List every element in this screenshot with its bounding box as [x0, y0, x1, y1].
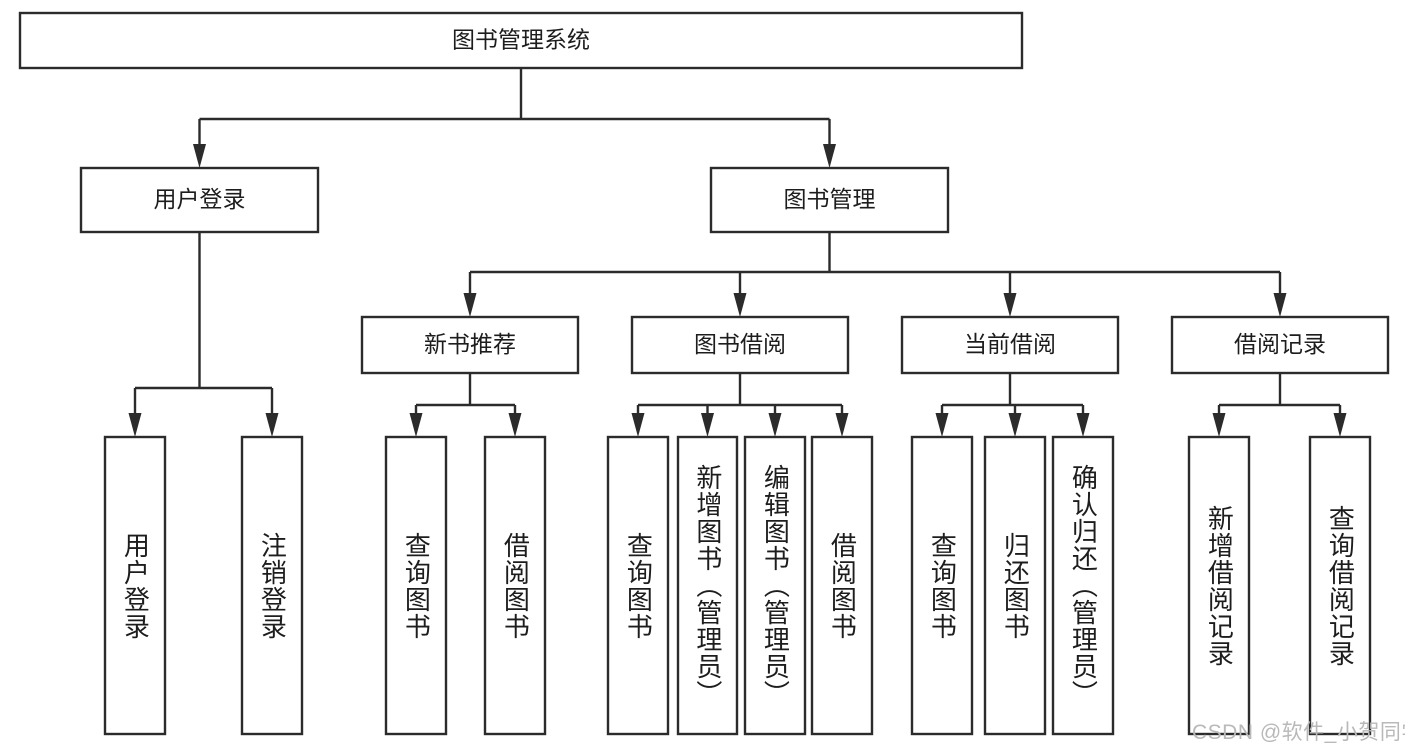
node-bb-query-book[interactable]	[606, 435, 670, 736]
node-user-login[interactable]: 用户登录	[79, 166, 320, 234]
arrow-head-borrow-record-br-query-record	[1333, 413, 1347, 437]
arrow-head-book-management-current-borrow	[1003, 293, 1017, 317]
arrow-head-user-login-leaf-logout-login	[265, 413, 279, 437]
node-bb-add-book[interactable]	[676, 435, 739, 736]
node-cb-return-book[interactable]	[983, 435, 1047, 736]
node-box-book-management[interactable]	[709, 166, 950, 234]
node-borrow-record[interactable]: 借阅记录	[1170, 315, 1390, 375]
node-book-borrow[interactable]: 图书借阅	[630, 315, 850, 375]
node-label-book-management: 图书管理	[784, 186, 876, 212]
arrow-head-borrow-record-br-add-record	[1212, 413, 1226, 437]
node-box-current-borrow[interactable]	[900, 315, 1120, 375]
node-br-query-record[interactable]	[1308, 435, 1372, 736]
node-label-new-book-recommend: 新书推荐	[424, 331, 516, 357]
node-leaf-logout-login[interactable]	[240, 435, 304, 736]
node-new-book-recommend[interactable]: 新书推荐	[360, 315, 580, 375]
node-box-bb-query-book[interactable]	[606, 435, 670, 736]
node-box-cb-query-book[interactable]	[910, 435, 974, 736]
arrow-head-book-borrow-bb-borrow-book	[835, 413, 849, 437]
arrow-head-user-login-leaf-user-login	[128, 413, 142, 437]
connector-layer	[128, 68, 1347, 437]
node-label-user-login: 用户登录	[154, 186, 246, 212]
csdn-watermark: CSDN @软件_小贺同学	[1192, 721, 1405, 744]
node-cb-query-book[interactable]	[910, 435, 974, 736]
arrow-head-new-book-recommend-nbr-query-book	[409, 413, 423, 437]
arrow-head-book-borrow-bb-edit-book	[768, 413, 782, 437]
node-label-book-borrow: 图书借阅	[694, 331, 786, 357]
arrow-head-current-borrow-cb-return-book	[1008, 413, 1022, 437]
node-box-leaf-user-login[interactable]	[103, 435, 167, 736]
node-box-bb-add-book[interactable]	[676, 435, 739, 736]
node-label-borrow-record: 借阅记录	[1234, 331, 1326, 357]
arrow-head-book-management-book-borrow	[733, 293, 747, 317]
arrow-head-new-book-recommend-nbr-borrow-book	[508, 413, 522, 437]
node-box-nbr-borrow-book[interactable]	[483, 435, 547, 736]
node-box-cb-confirm-return[interactable]	[1051, 435, 1115, 736]
arrow-head-root-user-login	[193, 144, 206, 168]
node-nbr-query-book[interactable]	[384, 435, 448, 736]
node-box-bb-borrow-book[interactable]	[810, 435, 874, 736]
node-box-nbr-query-book[interactable]	[384, 435, 448, 736]
node-box-br-query-record[interactable]	[1308, 435, 1372, 736]
node-box-user-login[interactable]	[79, 166, 320, 234]
arrow-head-book-borrow-bb-add-book	[701, 413, 714, 437]
node-label-root: 图书管理系统	[452, 27, 590, 53]
node-root[interactable]: 图书管理系统	[18, 11, 1024, 70]
arrow-head-root-book-management	[823, 144, 836, 168]
node-current-borrow[interactable]: 当前借阅	[900, 315, 1120, 375]
node-box-book-borrow[interactable]	[630, 315, 850, 375]
node-br-add-record[interactable]	[1187, 435, 1251, 736]
arrow-head-book-borrow-bb-query-book	[631, 413, 645, 437]
node-bb-edit-book[interactable]	[743, 435, 807, 736]
arrow-head-book-management-new-book-recommend	[463, 293, 477, 317]
node-bb-borrow-book[interactable]	[810, 435, 874, 736]
node-label-current-borrow: 当前借阅	[964, 331, 1056, 357]
node-nbr-borrow-book[interactable]	[483, 435, 547, 736]
node-box-cb-return-book[interactable]	[983, 435, 1047, 736]
node-leaf-user-login[interactable]	[103, 435, 167, 736]
node-cb-confirm-return[interactable]	[1051, 435, 1115, 736]
node-box-new-book-recommend[interactable]	[360, 315, 580, 375]
arrow-head-book-management-borrow-record	[1273, 293, 1287, 317]
node-box-leaf-logout-login[interactable]	[240, 435, 304, 736]
node-box-bb-edit-book[interactable]	[743, 435, 807, 736]
arrow-head-current-borrow-cb-query-book	[935, 413, 949, 437]
node-box-br-add-record[interactable]	[1187, 435, 1251, 736]
node-book-management[interactable]: 图书管理	[709, 166, 950, 234]
arrow-head-current-borrow-cb-confirm-return	[1076, 413, 1090, 437]
node-box-root[interactable]	[18, 11, 1024, 70]
node-box-borrow-record[interactable]	[1170, 315, 1390, 375]
